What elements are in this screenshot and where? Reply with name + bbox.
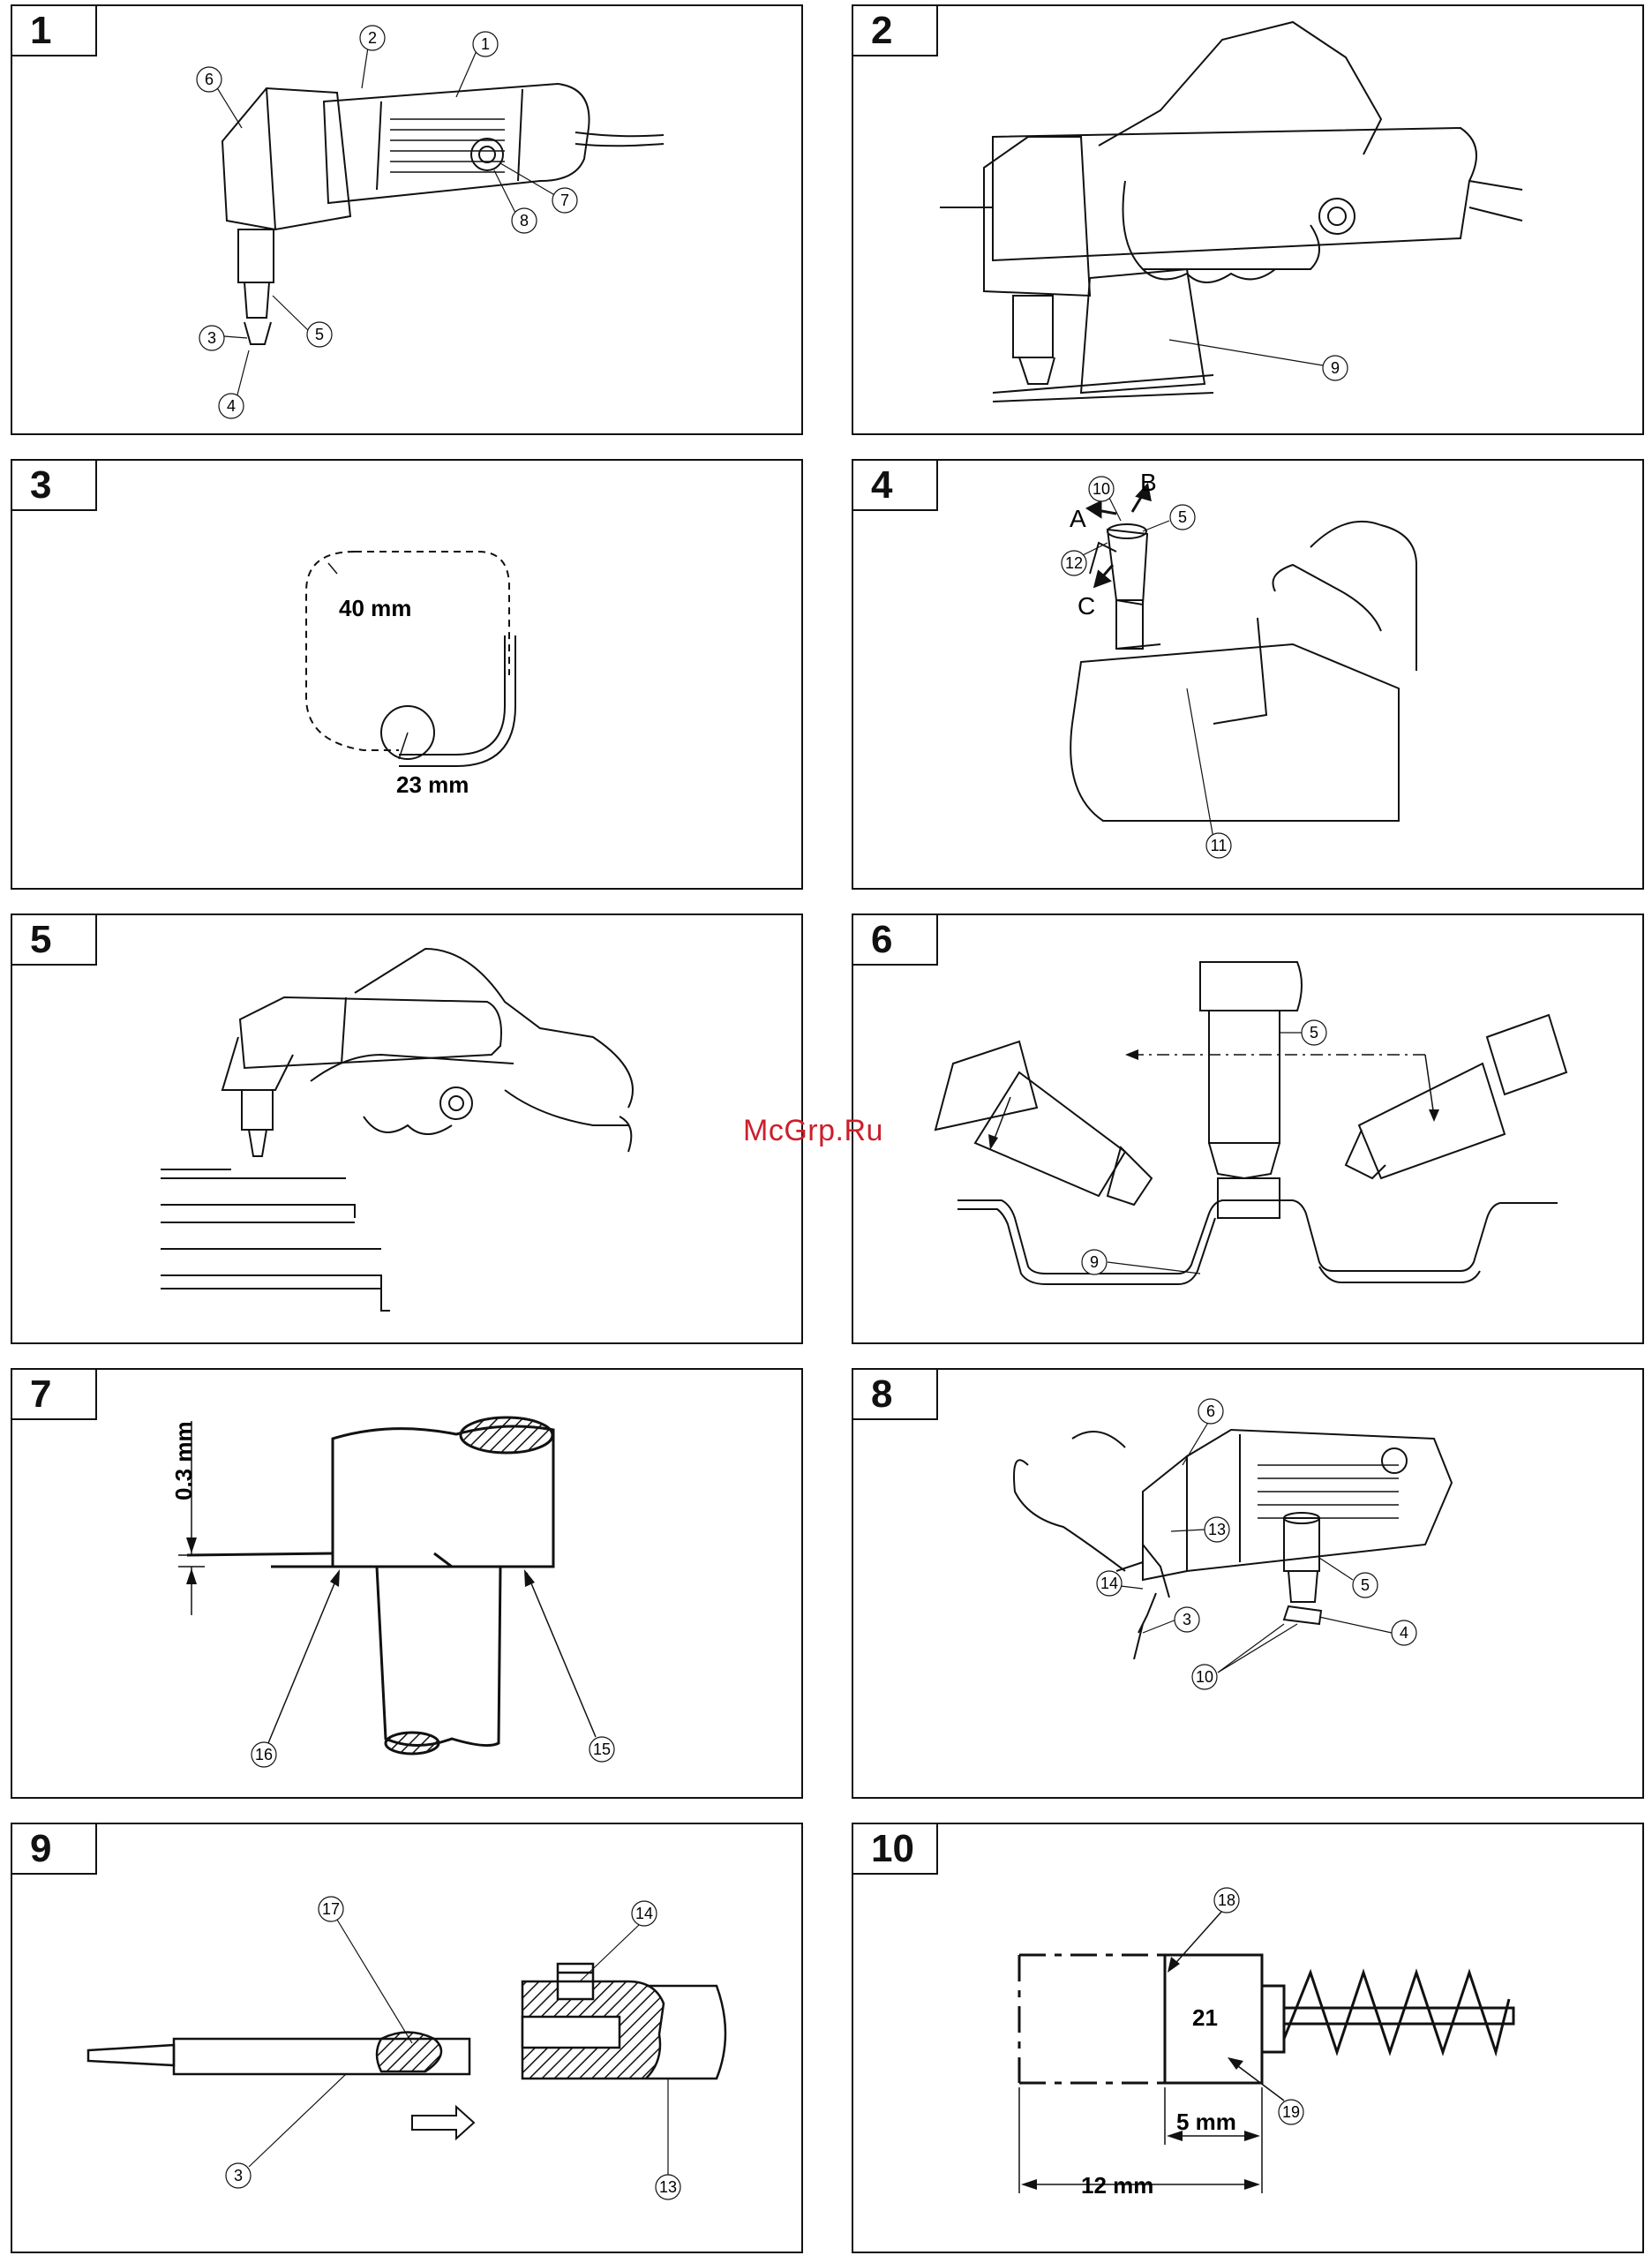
callout-3: 3	[1183, 1611, 1191, 1628]
figure-panel-6: 6	[852, 913, 1644, 1344]
callout-4: 4	[227, 397, 236, 415]
callout-17: 17	[322, 1900, 340, 1918]
arrow-label-b: B	[1140, 469, 1157, 496]
dim-5mm: 5 mm	[1176, 2109, 1236, 2135]
corrugated-sheet-cutting-diagram: 5 9	[852, 913, 1644, 1344]
punch-insertion-diagram: 17 14 3 13	[11, 1823, 803, 2253]
callout-3: 3	[207, 329, 216, 347]
callout-19: 19	[1282, 2103, 1300, 2121]
callout-5: 5	[1361, 1576, 1370, 1594]
callout-18: 18	[1218, 1891, 1235, 1909]
callout-1: 1	[481, 35, 490, 53]
callout-12: 12	[1065, 554, 1083, 572]
figure-panel-5: 5	[11, 913, 803, 1344]
nibbler-cutting-sheet-illustration	[11, 913, 803, 1344]
callout-11: 11	[1211, 837, 1228, 854]
callout-6: 6	[1206, 1402, 1215, 1420]
dim-radius-40mm: 40 mm	[339, 595, 411, 621]
callout-16: 16	[255, 1746, 273, 1763]
callout-4: 4	[1400, 1624, 1408, 1642]
callout-15: 15	[593, 1740, 611, 1758]
arrow-label-c: C	[1078, 592, 1095, 620]
figure-panel-1: 1	[11, 4, 803, 435]
callout-2: 2	[368, 29, 377, 47]
callout-10: 10	[1093, 480, 1110, 498]
figure-panel-10: 10 18 19 21 5 mm 12 mm	[852, 1823, 1644, 2253]
die-removal-illustration: 10 5 12 11 A B C	[852, 459, 1644, 890]
figure-panel-4: 4 10 5 12	[852, 459, 1644, 890]
callout-9: 9	[1090, 1253, 1099, 1271]
arrow-label-a: A	[1070, 505, 1086, 532]
callout-8: 8	[520, 212, 529, 229]
punch-replacement-illustration: 6 13 14 3 5 4 10	[852, 1368, 1644, 1799]
callout-14: 14	[1100, 1575, 1118, 1592]
callout-6: 6	[205, 71, 214, 88]
figure-panel-7: 7 0.3 mm 16	[11, 1368, 803, 1799]
nibbler-tool-illustration: 1 2 3 4 5 6 7 8	[11, 4, 803, 435]
cutting-radius-diagram: 40 mm 23 mm	[11, 459, 803, 890]
callout-13: 13	[1208, 1521, 1226, 1538]
callout-5: 5	[1178, 508, 1187, 526]
figure-panel-3: 3 40 mm 23 mm	[11, 459, 803, 890]
figure-panel-9: 9 17 14 3	[11, 1823, 803, 2253]
callout-7: 7	[560, 192, 569, 209]
hand-holding-tool-illustration: 9	[852, 4, 1644, 435]
callout-5: 5	[1310, 1024, 1318, 1041]
callout-5: 5	[315, 326, 324, 343]
callout-10: 10	[1196, 1668, 1213, 1686]
dim-gap-0-3mm: 0.3 mm	[170, 1421, 197, 1500]
callout-13: 13	[659, 2178, 677, 2196]
brush-value-label: 21	[1192, 2004, 1218, 2031]
carbon-brush-wear-diagram: 18 19 21 5 mm 12 mm	[852, 1823, 1644, 2253]
dim-12mm: 12 mm	[1081, 2172, 1153, 2199]
callout-9: 9	[1331, 359, 1340, 377]
figure-panel-2: 2 9	[852, 4, 1644, 435]
dim-diameter-23mm: 23 mm	[396, 771, 469, 798]
callout-3: 3	[234, 2167, 243, 2184]
blade-clearance-diagram: 0.3 mm 16 15	[11, 1368, 803, 1799]
watermark-text: McGrp.Ru	[743, 1114, 883, 1148]
figure-panel-8: 8	[852, 1368, 1644, 1799]
callout-14: 14	[635, 1905, 653, 1922]
